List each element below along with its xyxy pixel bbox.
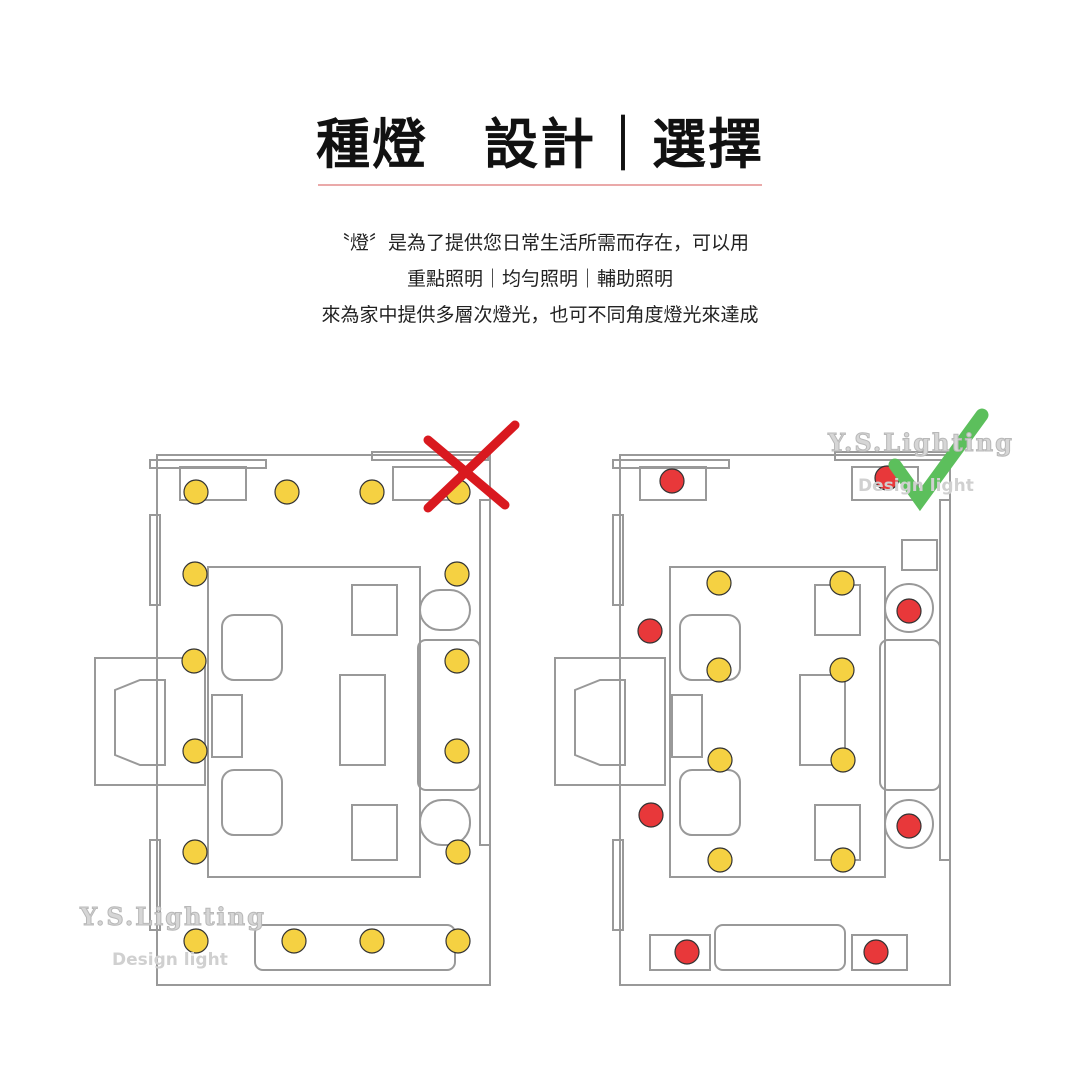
watermark-brand-left: Y.S.Lighting <box>80 902 266 932</box>
yellow-light-dot <box>706 570 732 596</box>
x-mark-icon <box>423 420 520 513</box>
yellow-light-dot <box>706 657 732 683</box>
watermark-tagline-right: Design light <box>858 476 974 496</box>
watermark-tagline-left: Design light <box>112 950 228 970</box>
yellow-light-dot <box>182 839 208 865</box>
description-line-1: 〝燈〞是為了提供您日常生活所需而存在，可以用 <box>330 232 749 254</box>
yellow-light-dot <box>830 847 856 873</box>
description-line-2: 重點照明｜均勻照明｜輔助照明 <box>406 268 673 290</box>
yellow-light-dot <box>444 561 470 587</box>
red-light-dot <box>863 939 889 965</box>
floor-plan-right <box>554 451 952 986</box>
yellow-light-dot <box>274 479 300 505</box>
red-light-dot <box>896 598 922 624</box>
yellow-light-dot <box>281 928 307 954</box>
red-light-dot <box>637 618 663 644</box>
red-light-dot <box>896 813 922 839</box>
yellow-light-dot <box>183 928 209 954</box>
title-divider <box>318 184 762 186</box>
yellow-light-dot <box>181 648 207 674</box>
red-light-dot <box>674 939 700 965</box>
yellow-light-dot <box>182 561 208 587</box>
yellow-light-dot <box>830 747 856 773</box>
yellow-light-dot <box>445 928 471 954</box>
page-title: 種燈 設計｜選擇 <box>316 113 764 176</box>
yellow-light-dot <box>182 738 208 764</box>
lights-right <box>637 465 922 965</box>
yellow-light-dot <box>707 747 733 773</box>
yellow-light-dot <box>707 847 733 873</box>
yellow-light-dot <box>444 648 470 674</box>
lights-left <box>181 479 471 954</box>
yellow-light-dot <box>829 657 855 683</box>
floor-plan-left <box>94 451 491 986</box>
yellow-light-dot <box>359 928 385 954</box>
check-mark-icon <box>888 408 989 512</box>
watermark-brand-right: Y.S.Lighting <box>828 428 1014 458</box>
red-light-dot <box>659 468 685 494</box>
yellow-light-dot <box>359 479 385 505</box>
yellow-light-dot <box>445 839 471 865</box>
description-line-3: 來為家中提供多層次燈光，也可不同角度燈光來達成 <box>321 304 759 326</box>
yellow-light-dot <box>183 479 209 505</box>
yellow-light-dot <box>829 570 855 596</box>
red-light-dot <box>638 802 664 828</box>
yellow-light-dot <box>444 738 470 764</box>
